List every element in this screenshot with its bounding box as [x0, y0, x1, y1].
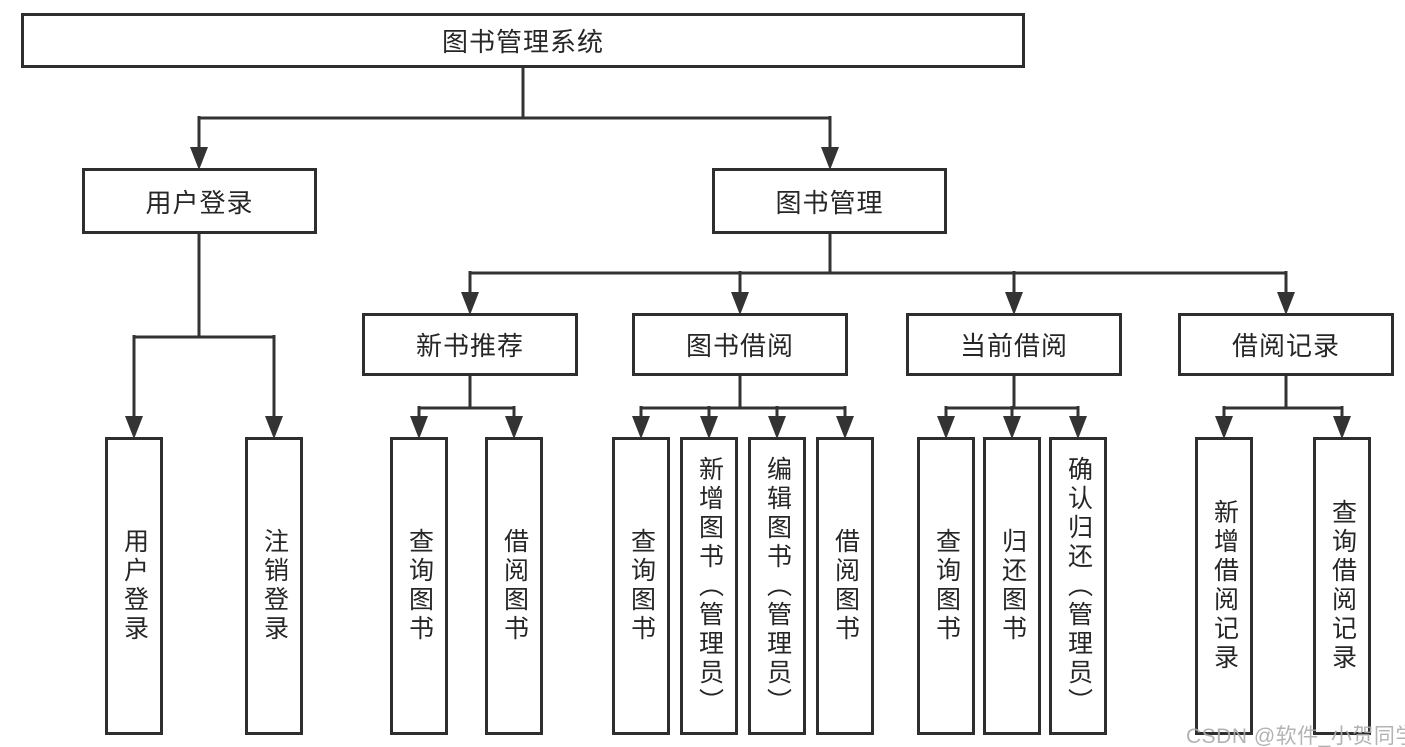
connector-root-to-level1 [190, 68, 839, 170]
leaf-logout: 注销登录 [245, 437, 303, 735]
arrowhead-leaf-logout [265, 416, 283, 439]
node-book-management-label: 图书管理 [775, 187, 884, 218]
connector-user-login-children [125, 234, 283, 439]
connector-book-borrow-children [632, 376, 854, 439]
leaf-newbook-query-books-label: 查询图书 [405, 528, 434, 644]
node-new-book-recommend-label: 新书推荐 [415, 331, 524, 361]
leaf-borrow-add-books-admin: 新增图书（管理员） [680, 437, 738, 735]
leaf-current-query-books-label: 查询图书 [932, 528, 961, 644]
leaf-newbook-query-books: 查询图书 [390, 437, 448, 735]
csdn-watermark: CSDN @软件_小贺同学 [1186, 725, 1405, 747]
node-user-login: 用户登录 [82, 168, 317, 234]
leaf-logout-label: 注销登录 [260, 528, 289, 644]
leaf-borrow-query-books: 查询图书 [612, 437, 670, 735]
leaf-borrow-borrow-books-label: 借阅图书 [831, 528, 860, 644]
leaf-records-add-record: 新增借阅记录 [1195, 437, 1253, 735]
node-book-management: 图书管理 [712, 168, 947, 234]
leaf-borrow-add-books-admin-label: 新增图书（管理员） [695, 455, 724, 717]
node-root: 图书管理系统 [21, 13, 1025, 68]
arrowhead-new-book-recommend [461, 292, 479, 315]
node-borrow-records: 借阅记录 [1178, 313, 1394, 376]
arrowhead-book-management [821, 147, 839, 170]
node-root-label: 图书管理系统 [441, 27, 604, 57]
arrowhead-book-borrow [731, 292, 749, 315]
node-borrow-records-label: 借阅记录 [1231, 331, 1340, 361]
connector-current-borrow-children [937, 376, 1087, 439]
leaf-records-add-record-label: 新增借阅记录 [1210, 499, 1239, 673]
arrowhead-user-login [190, 147, 208, 170]
arrowhead-leaf-user-login [125, 416, 143, 439]
leaf-borrow-edit-books-admin-label: 编辑图书（管理员） [763, 455, 792, 717]
leaf-current-confirm-return-admin: 确认归还（管理员） [1049, 437, 1107, 735]
connector-borrow-records-children [1215, 376, 1351, 439]
leaf-records-query-record: 查询借阅记录 [1313, 437, 1371, 735]
leaf-current-confirm-return-admin-label: 确认归还（管理员） [1064, 455, 1093, 717]
leaf-borrow-query-books-label: 查询图书 [627, 528, 656, 644]
leaf-records-query-record-label: 查询借阅记录 [1328, 499, 1357, 673]
leaf-newbook-borrow-books: 借阅图书 [485, 437, 543, 735]
node-user-login-label: 用户登录 [145, 187, 254, 218]
leaf-current-return-books: 归还图书 [983, 437, 1041, 735]
arrowhead-current-borrow [1005, 292, 1023, 315]
leaf-current-return-books-label: 归还图书 [998, 528, 1027, 644]
connector-book-management-children [461, 234, 1295, 315]
leaf-newbook-borrow-books-label: 借阅图书 [500, 528, 529, 644]
leaf-borrow-borrow-books: 借阅图书 [816, 437, 874, 735]
node-current-borrow: 当前借阅 [906, 313, 1122, 376]
node-book-borrow-label: 图书借阅 [685, 331, 794, 361]
connector-new-book-recommend-children [410, 376, 523, 439]
arrowhead-borrow-records [1277, 292, 1295, 315]
node-book-borrow: 图书借阅 [632, 313, 848, 376]
node-new-book-recommend: 新书推荐 [362, 313, 578, 376]
leaf-user-login-label: 用户登录 [120, 528, 149, 644]
leaf-borrow-edit-books-admin: 编辑图书（管理员） [748, 437, 806, 735]
node-current-borrow-label: 当前借阅 [959, 331, 1068, 361]
leaf-user-login: 用户登录 [105, 437, 163, 735]
leaf-current-query-books: 查询图书 [917, 437, 975, 735]
